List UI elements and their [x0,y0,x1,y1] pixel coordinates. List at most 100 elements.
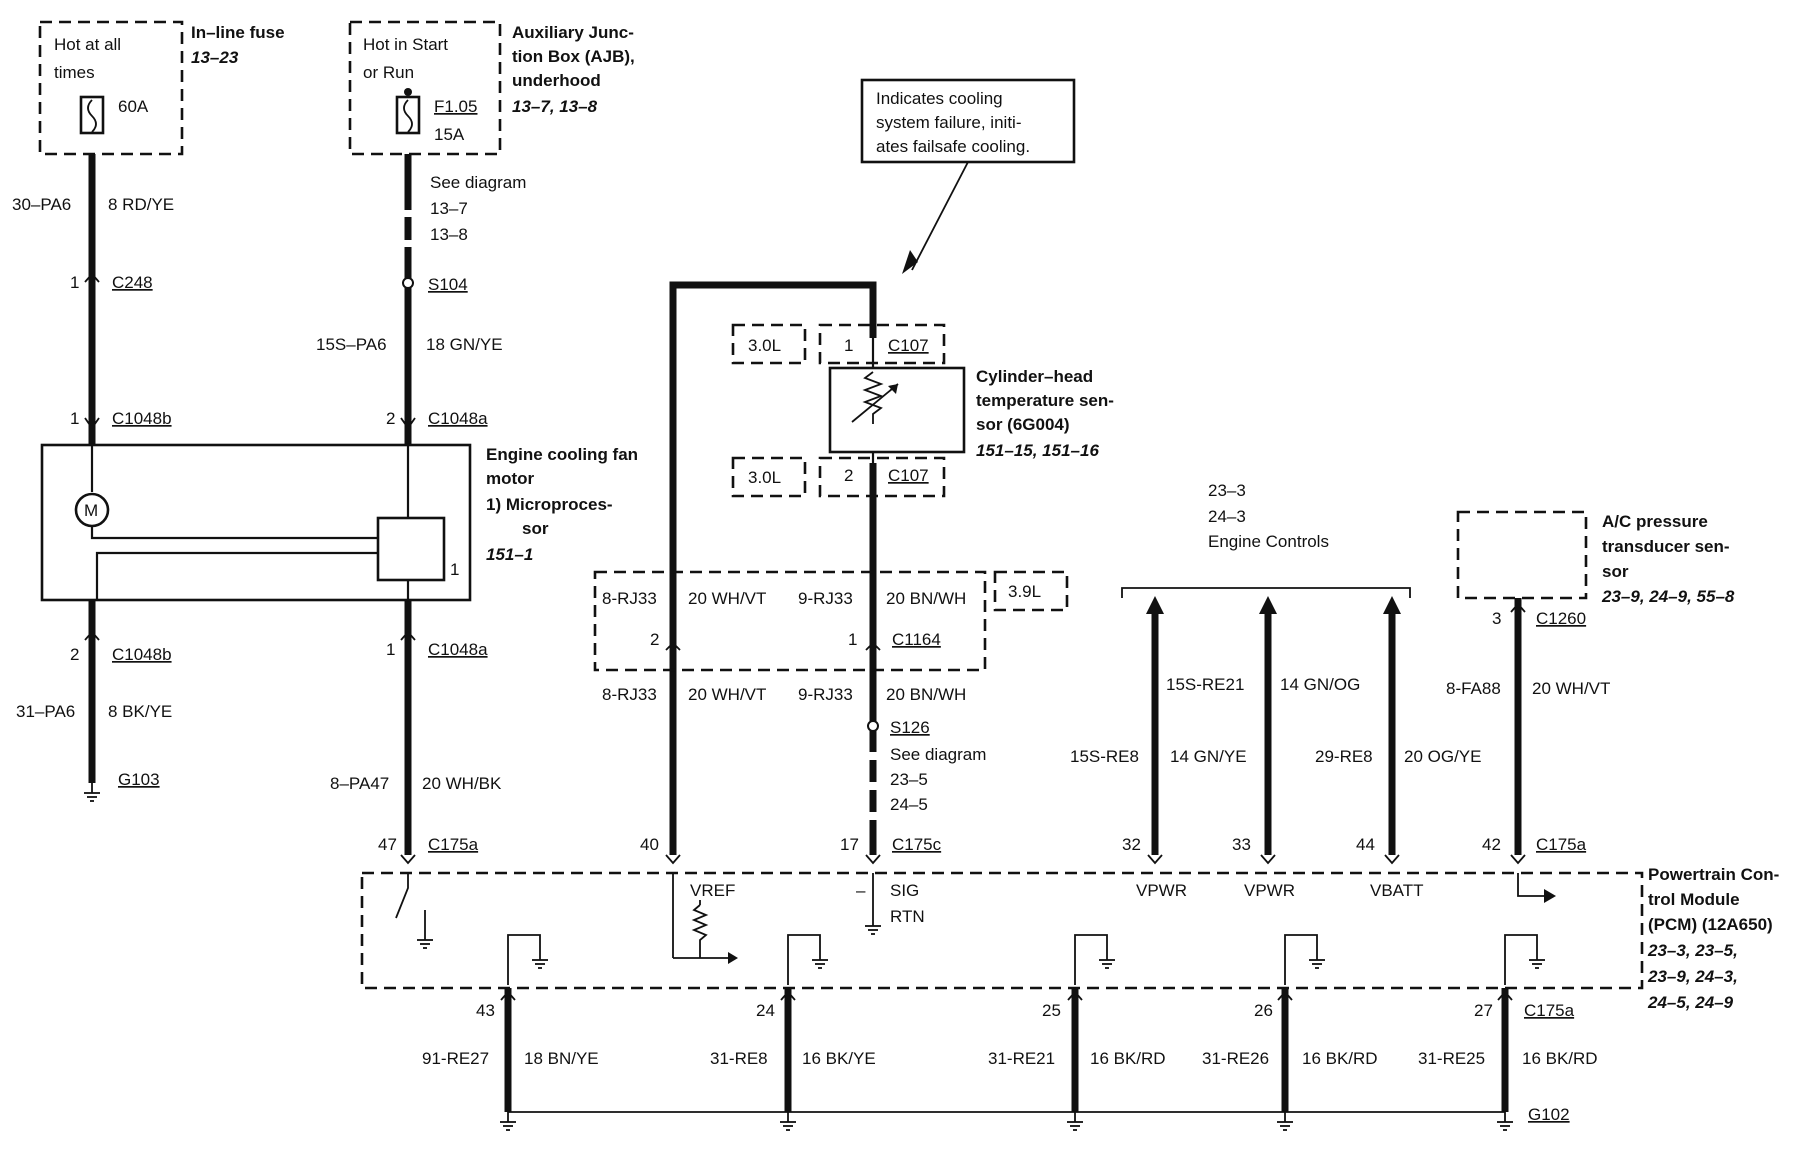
splice-label: S104 [428,275,468,294]
engine-variant-box [993,570,1069,612]
wire-label: 14 GN/YE [1170,747,1247,766]
failsafe-callout: Indicates cooling system failure, initi-… [860,78,1076,274]
fuse-icon [79,95,105,135]
connector-label: C175a [1524,1001,1575,1020]
pcm: VREF – SIG RTN VPWR VPWR VBATT Powertrai… [360,865,1779,1012]
pin-label: 47 [378,835,397,854]
engine-variant-label: 3.0L [748,468,781,487]
motor-symbol: M [84,501,98,520]
connector-label: C107 [888,336,929,355]
pin-label: 1 [70,409,79,428]
pin-label: 17 [840,835,859,854]
pcm-vpwr-label: VPWR [1136,881,1187,900]
connector-label: C175a [1536,835,1587,854]
resistor-icon [691,904,709,958]
ground-icon [499,1111,517,1131]
connector-label: C1164 [892,630,941,649]
wire-label: 20 BN/WH [886,685,966,704]
pin-label: 1 [70,273,79,292]
ground-icon [779,1111,797,1131]
wire-label: 20 WH/VT [688,589,766,608]
arrow-up-icon [1259,596,1277,614]
engine-variant-box [731,456,807,498]
callout-line: Indicates cooling [876,89,1003,108]
c107-top-box [818,323,946,365]
pin-label: 2 [70,645,79,664]
ajb-fuse: Hot in Start or Run F1.05 15A Auxiliary … [348,20,635,156]
connector-label: C1048a [428,409,488,428]
wire-label: 20 WH/VT [688,685,766,704]
circuit-label: 8-RJ33 [602,685,657,704]
pin-label: 42 [1482,835,1501,854]
circuit-label: 8–PA47 [330,774,389,793]
ground-icon [811,949,829,969]
see-diagram-ref: 13–8 [430,225,468,244]
pcm-title-3: (PCM) (12A650) [1648,915,1773,934]
ajb-ref: 13–7, 13–8 [512,97,598,116]
circuit-label: 30–PA6 [12,195,71,214]
pin-label: 25 [1042,1001,1061,1020]
ground-icon [864,915,882,935]
c107-bottom-box [818,456,946,498]
pin-label: 3 [1492,609,1501,628]
cht-sensor-circuit: 3.0L 1 C107 3.0L 2 C107 Cylinder–head te… [665,281,1114,865]
pcm-sig-label: SIG [890,881,919,900]
pcm-box [360,871,1644,990]
connector-label: C107 [888,466,929,485]
pcm-ref-1: 23–3, 23–5, [1647,941,1738,960]
circuit-label: 31-RE25 [1418,1049,1485,1068]
engine-controls-label: Engine Controls [1208,532,1329,551]
left-circuit: 30–PA6 8 RD/YE 1 C248 1 C1048b 2 C1048b … [12,154,174,802]
inline-fuse-rating: 60A [118,97,149,116]
wire-label: 20 OG/YE [1404,747,1481,766]
ac-ref: 23–9, 24–9, 55–8 [1601,587,1735,606]
pin-label: 32 [1122,835,1141,854]
circuit-label: 31-RE21 [988,1049,1055,1068]
ground-icon [1066,1111,1084,1131]
pcm-rtn-label: RTN [890,907,925,926]
circuit-label: 8-RJ33 [602,589,657,608]
ajb-title-3: underhood [512,71,601,90]
pcm-vpwr-label: VPWR [1244,881,1295,900]
arrow-up-icon [1146,596,1164,614]
connector-label: C1048a [428,640,488,659]
ground-label: G103 [118,770,160,789]
splice-label: S126 [890,718,930,737]
pin-label: 43 [476,1001,495,1020]
ajb-fuse-rating: 15A [434,125,465,144]
circuit-label: 15S–PA6 [316,335,387,354]
wire-label: 18 BN/YE [524,1049,599,1068]
wire-label: 16 BK/RD [1302,1049,1378,1068]
callout-line: ates failsafe cooling. [876,137,1030,156]
wire-label: 8 BK/YE [108,702,172,721]
engine-controls-ref: 24–3 [1208,507,1246,526]
cht-title-2: temperature sen- [976,391,1114,410]
circuit-label: 29-RE8 [1315,747,1373,766]
wire-label: 16 BK/YE [802,1049,876,1068]
engine-controls-bracket [1121,587,1411,598]
pcm-vref-label: VREF [690,881,735,900]
pcm-ref-2: 23–9, 24–3, [1647,967,1738,986]
ground-icon [83,782,101,802]
fan-motor-ref: 151–1 [486,545,533,564]
connector-label: C1048b [112,645,172,664]
see-diagram-text: See diagram [430,173,526,192]
inline-fuse-box-text-1: Hot at all [54,35,121,54]
microprocessor-box [376,516,446,582]
pin-label: 24 [756,1001,775,1020]
fan-motor-title-1: Engine cooling fan [486,445,638,464]
inline-fuse-box-text-2: times [54,63,95,82]
pin-label: 1 [844,336,853,355]
ajb-box [348,20,502,156]
engine-controls: 23–3 24–3 Engine Controls 15S-RE21 14 GN… [1070,481,1481,865]
pin-label: 2 [650,630,659,649]
ground-icon [1098,949,1116,969]
circuit-label: 91-RE27 [422,1049,489,1068]
connector-label: C175c [892,835,942,854]
connector-label: C1048b [112,409,172,428]
arrow-up-icon [1383,596,1401,614]
wire-label: 20 BN/WH [886,589,966,608]
wire-label: 8 RD/YE [108,195,174,214]
ground-label: G102 [1528,1105,1570,1124]
